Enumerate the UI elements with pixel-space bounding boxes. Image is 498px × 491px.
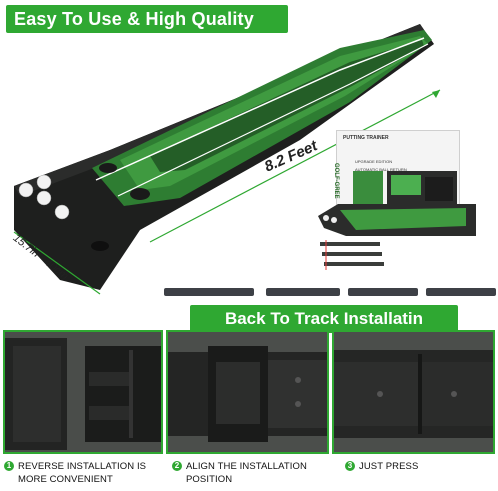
track-closeup-graphic-1 xyxy=(5,332,161,452)
step-text: REVERSE INSTALLATION IS MORE CONVENIENT xyxy=(18,461,147,485)
step-1: 1 REVERSE INSTALLATION IS MORE CONVENIEN… xyxy=(4,460,159,486)
top-banner: Easy To Use & High Quality xyxy=(6,5,288,33)
step-number-badge: 1 xyxy=(4,461,14,471)
step-3: 3 JUST PRESS xyxy=(345,460,495,473)
step-text: ALIGN THE INSTALLATION POSITION xyxy=(186,461,307,485)
product-box-brand: GOLF-GREE xyxy=(333,163,339,199)
putting-mat-graphic xyxy=(13,24,441,295)
step-number-badge: 3 xyxy=(345,461,355,471)
putting-mat-illustration: 8.2 Feet 15.7in - 40cm xyxy=(11,24,441,295)
installation-banner: Back To Track Installatin xyxy=(190,305,458,333)
product-box-line1: UPGRADE EDITION xyxy=(355,159,393,164)
step-text: JUST PRESS xyxy=(359,461,419,472)
product-box-title: PUTTING TRAINER xyxy=(343,135,389,141)
step-number-badge: 2 xyxy=(172,461,182,471)
track-closeup-graphic-3 xyxy=(334,332,493,452)
track-closeup-graphic-2 xyxy=(168,332,327,452)
photo-panel-align-position xyxy=(166,330,329,454)
track-sections xyxy=(164,288,496,296)
product-box-line2: AUTOMATIC BALL RETURN xyxy=(355,167,407,172)
photo-panel-reverse-install xyxy=(3,330,163,454)
assembled-mat-graphic xyxy=(318,204,476,270)
photo-panel-press xyxy=(332,330,495,454)
step-2: 2 ALIGN THE INSTALLATION POSITION xyxy=(172,460,322,486)
